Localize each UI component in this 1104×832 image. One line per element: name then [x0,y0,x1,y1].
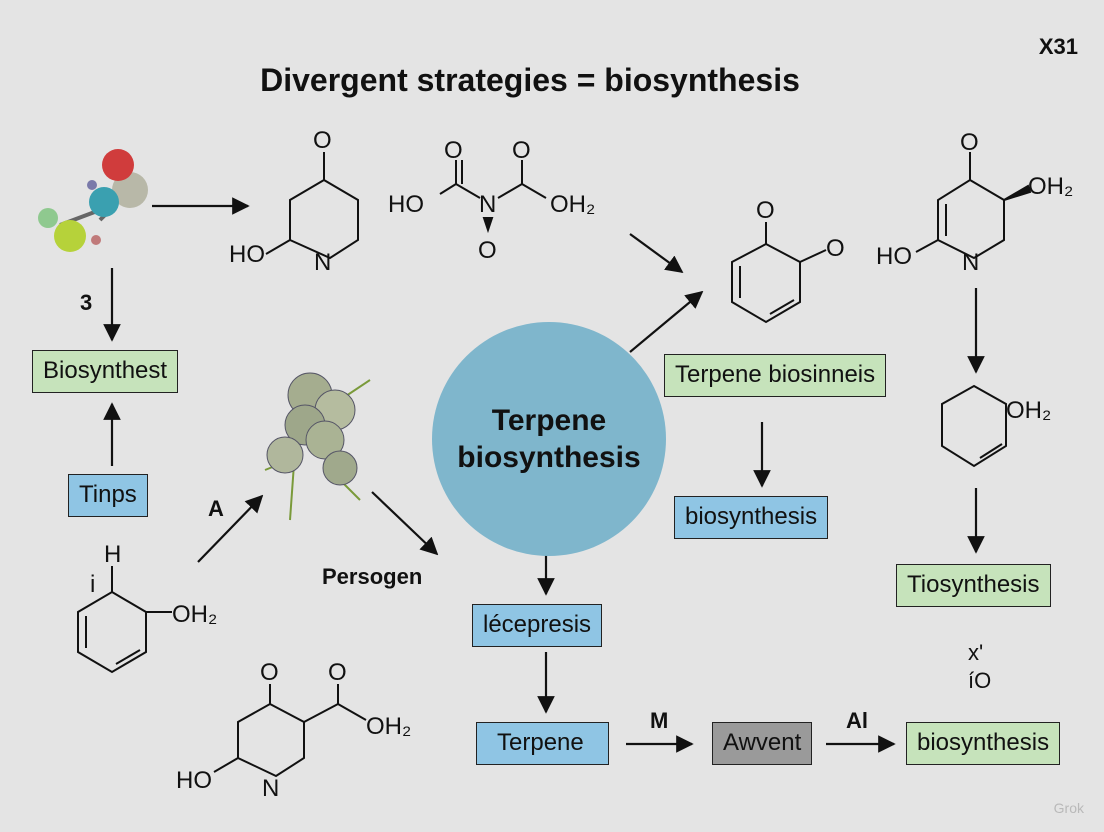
structure-piperidinone-acid [213,684,367,778]
label-three: 3 [80,290,93,315]
atom-label: O [826,235,845,262]
atom-label: OH₂ [1006,397,1051,424]
atom-label: OH₂ [1028,173,1073,200]
structure-quinone [731,222,827,324]
atom-label: N [962,249,979,276]
node-terpene[interactable]: Terpene [476,722,609,765]
atom-label: O [756,197,775,224]
atom-label: N [314,249,331,276]
arrow [629,290,704,353]
atom-label: i [90,571,95,598]
node-biosynthest[interactable]: Biosynthest [32,350,179,393]
atom-label: HO [229,241,265,268]
label-m: M [650,708,669,733]
label-a: A [208,496,224,521]
atom-label: OH₂ [550,191,595,218]
atom-label: O [260,659,279,686]
node-tiosynthesis[interactable]: Tiosynthesis [896,564,1051,607]
atom-label: O [444,137,463,164]
node-lecepresis[interactable]: lécepresis [472,604,603,647]
label-xi: x' [968,640,984,665]
structure-cyclohexene [941,384,1007,468]
structure-piperidinone [265,152,359,260]
atom-label: N [479,191,496,218]
corner-label: X31 [1038,34,1078,59]
atom-label: OH₂ [172,601,217,628]
atom-label: OH₂ [366,713,411,740]
atom-label: HO [876,243,912,270]
diagram-title: Divergent strategies = biosynthesis [260,62,800,98]
atom-label: O [313,127,332,154]
atom-label: N [262,775,279,802]
node-biosynthesis-mid[interactable]: biosynthesis [674,496,829,539]
center-node-label: Terpene biosynthesis [457,403,641,475]
atom-label: H [104,541,121,568]
cell-cluster-icon [264,372,371,521]
structure-amino-diacid [439,160,547,234]
label-io: íO [968,668,992,693]
structure-hydroxypyridinone [915,152,1032,260]
node-biosynthesis-end[interactable]: biosynthesis [906,722,1061,765]
arrow [197,494,264,563]
watermark: Grok [1053,800,1084,816]
structure-phenol [77,566,172,674]
label-persogen: Persogen [322,564,423,589]
atom-label: HO [388,191,424,218]
arrows [103,197,985,753]
atom-label: O [512,137,531,164]
arrow [629,233,684,274]
label-al: Al [846,708,868,733]
atom-label: O [960,129,979,156]
arrow [371,491,439,556]
atom-label: O [328,659,347,686]
atom-label: O [478,237,497,264]
center-node[interactable]: Terpene biosynthesis [432,322,666,556]
node-terpene-biosinneis[interactable]: Terpene biosinneis [664,354,887,397]
node-tinps[interactable]: Tinps [68,474,148,517]
atom-label: HO [176,767,212,794]
molecule-model-icon [38,149,148,252]
node-awvent[interactable]: Awvent [712,722,813,765]
